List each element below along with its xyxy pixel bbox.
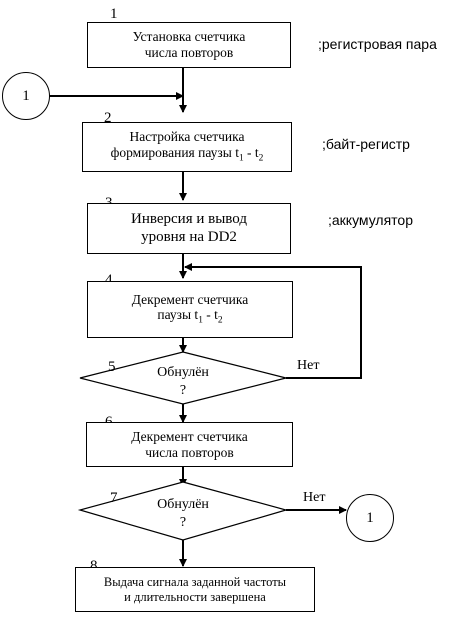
step-number-8: 8 xyxy=(90,558,98,574)
box-2-sub1: 1 xyxy=(238,153,244,164)
box-8-line1: Выдача сигнала заданной частоты xyxy=(103,575,287,590)
box-2-line2: формирования паузы t1 - t2 xyxy=(111,145,264,165)
box-2-sub2: 2 xyxy=(258,153,264,164)
process-box-2: Настройка счетчика формирования паузы t1… xyxy=(82,122,292,172)
comment-2: ;байт-регистр xyxy=(322,136,410,152)
box-2-mid: - t xyxy=(243,144,259,160)
box-4-sub1: 1 xyxy=(198,316,203,327)
process-box-6: Декремент счетчика числа повторов xyxy=(86,422,293,467)
step-number-4: 4 xyxy=(105,272,113,288)
step-number-2: 2 xyxy=(104,110,112,126)
decision-diamond-7 xyxy=(77,481,289,541)
loop-line xyxy=(189,266,362,379)
process-box-8: Выдача сигнала заданной частоты и длител… xyxy=(75,567,315,612)
box-3-line2: уровня на DD2 xyxy=(141,228,237,245)
box-3-line1: Инверсия и вывод xyxy=(131,211,247,228)
decision-7-text: Обнулён ? xyxy=(133,496,233,532)
comment-1: ;регистровая пара xyxy=(318,36,437,52)
box-6-line1: Декремент счетчика xyxy=(131,428,248,444)
box-1-line1: Установка счетчика xyxy=(132,29,246,45)
box-6-line2: числа повторов xyxy=(145,444,234,460)
decision-5-no-label: Нет xyxy=(297,358,320,373)
decision-5-line1: Обнулён xyxy=(157,365,209,380)
connector-1-right: 1 xyxy=(346,494,394,542)
process-box-3: Инверсия и вывод уровня на DD2 xyxy=(87,203,291,254)
comment-3: ;аккумулятор xyxy=(328,212,413,228)
box-1-line2: числа повторов xyxy=(144,45,234,60)
box-4-sub2: 2 xyxy=(217,316,223,327)
decision-7-line1: Обнулён xyxy=(157,497,209,512)
decision-7-no-label: Нет xyxy=(303,490,326,505)
connector-1-left: 1 xyxy=(2,72,50,120)
connector-1-left-label: 1 xyxy=(22,87,30,104)
process-box-1: Установка счетчика числа повторов xyxy=(87,22,291,68)
connector-1-right-label: 1 xyxy=(366,509,374,526)
step-number-7: 7 xyxy=(110,490,118,506)
box-2-line2-main: формирования паузы t xyxy=(110,144,239,160)
box-4-line2: паузы t1 - t2 xyxy=(157,307,222,327)
decision-5-line2: ? xyxy=(179,383,187,399)
decision-7-line2: ? xyxy=(179,515,187,531)
decision-5-text: Обнулён ? xyxy=(133,364,233,400)
box-8-line2: и длительности завершена xyxy=(124,589,266,604)
box-4-line1: Декремент счетчика xyxy=(131,291,249,307)
box-4-line2-main: паузы t xyxy=(157,307,199,323)
step-number-5: 5 xyxy=(108,359,116,375)
process-box-4: Декремент счетчика паузы t1 - t2 xyxy=(87,281,293,338)
box-4-mid: - t xyxy=(202,307,218,323)
step-number-1: 1 xyxy=(110,6,118,22)
box-2-line1: Настройка счетчика xyxy=(129,129,245,145)
decision-diamond-5 xyxy=(79,351,287,405)
